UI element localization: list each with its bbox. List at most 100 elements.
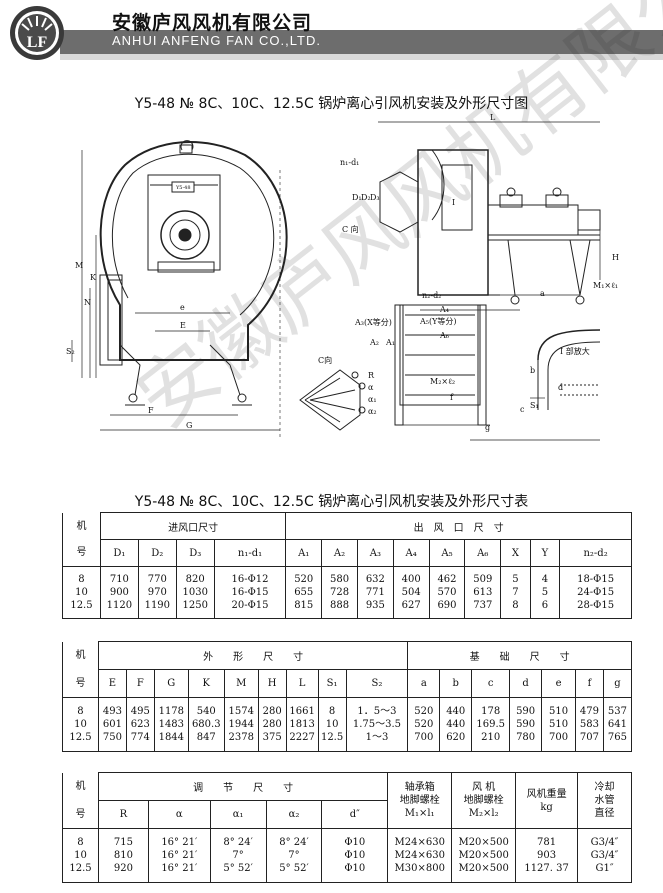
front-view-labels: M K N S₂ e E F G Y5-48 [66,185,192,430]
label-b: b [530,366,535,375]
column-header: F [125,669,155,698]
i-detail-labels: I 部放大 S₁ [530,346,590,410]
column-header: Y [529,539,561,567]
column-header: A₃ [356,539,394,567]
column-header: n₂-d₂ [559,539,632,567]
label-M2l2: M₂×ℓ₂ [430,377,455,386]
outlet-group-header: 出 风 口 尺 寸 [285,512,632,540]
column-header: D₂ [137,539,177,567]
label-n2d2: n₂-d₂ [422,291,441,300]
label-A3: A₃(X等分) [354,317,392,327]
column-header: A₆ [464,539,502,567]
label-D1: D₁ [352,193,362,202]
label-c: c [520,405,525,414]
outline-group-header: 外 形 尺 寸 [97,641,409,670]
header-band-light [60,54,663,60]
column-header: K [187,669,225,698]
label-A4: A₄ [439,305,449,314]
machine-header-bottom: 号 [62,539,101,567]
label-A2: A₂ [369,338,379,347]
label-C-direction: C 向 [342,224,359,234]
label-A6: A₆ [439,331,449,340]
column-header: E [97,669,127,698]
column-header: L [285,669,319,698]
column-header: A₄ [392,539,430,567]
cell: 8° 24′7°5° 52′ [265,828,323,883]
machine-header-top: 机 [62,512,101,540]
label-alpha2: α₂ [368,407,377,416]
fan-installation-drawing: M K N S₂ e E F G Y5-48 [66,113,619,441]
label-g: g [485,423,490,432]
label-f: f [450,393,454,402]
column-header: H [257,669,287,698]
column-header: c [471,669,511,698]
label-E: E [180,321,186,330]
nameplate-text: Y5-48 [175,185,191,191]
label-d: d [558,383,563,392]
side-view-labels: L n₁-d₁ D₁ D₂ D₃ C 向 I H M₁×ℓ₁ a n₂-d₂ A… [340,113,619,432]
label-D3: D₃ [370,193,380,202]
base-group-header: 基 础 尺 寸 [407,641,632,670]
column-header: d″ [321,800,389,829]
cell: 16° 21′16° 21′16° 21′ [147,828,211,883]
column-header: A₂ [321,539,358,567]
label-alpha1: α₁ [368,395,377,404]
column-header: A₁ [285,539,323,567]
label-R: R [368,371,375,380]
company-header: LF 安徽庐风风机有限公司 ANHUI ANFENG FAN CO.,LTD. [0,0,663,60]
label-S1: S₁ [530,401,539,410]
label-alpha: α [368,383,374,392]
outline-base-table: 机 外 形 尺 寸 基 础 尺 寸 号 E F G K M H L S₁ S₂ … [62,641,633,752]
column-header: M [223,669,259,698]
machine-header-top: 机 [62,641,99,670]
column-header: b [439,669,473,698]
label-G: G [186,421,192,430]
label-N: N [84,298,91,307]
label-I-detail: I 部放大 [560,346,590,356]
column-header: G [153,669,189,698]
column-header: α₁ [209,800,267,829]
column-header: d [509,669,543,698]
cooling-pipe-header: 冷却水管直径 [577,772,632,829]
cell: 8° 24′7°5° 52′ [209,828,267,883]
label-L: L [490,113,496,122]
column-header: α [147,800,211,829]
column-header: S₁ [317,669,347,698]
label-M: M [75,261,83,270]
column-header: e [541,669,576,698]
table1-header-row: 号 D₁ D₂ D₃ n₁-d₁ A₁ A₂ A₃ A₄ A₅ A₆ X Y n… [62,539,632,567]
